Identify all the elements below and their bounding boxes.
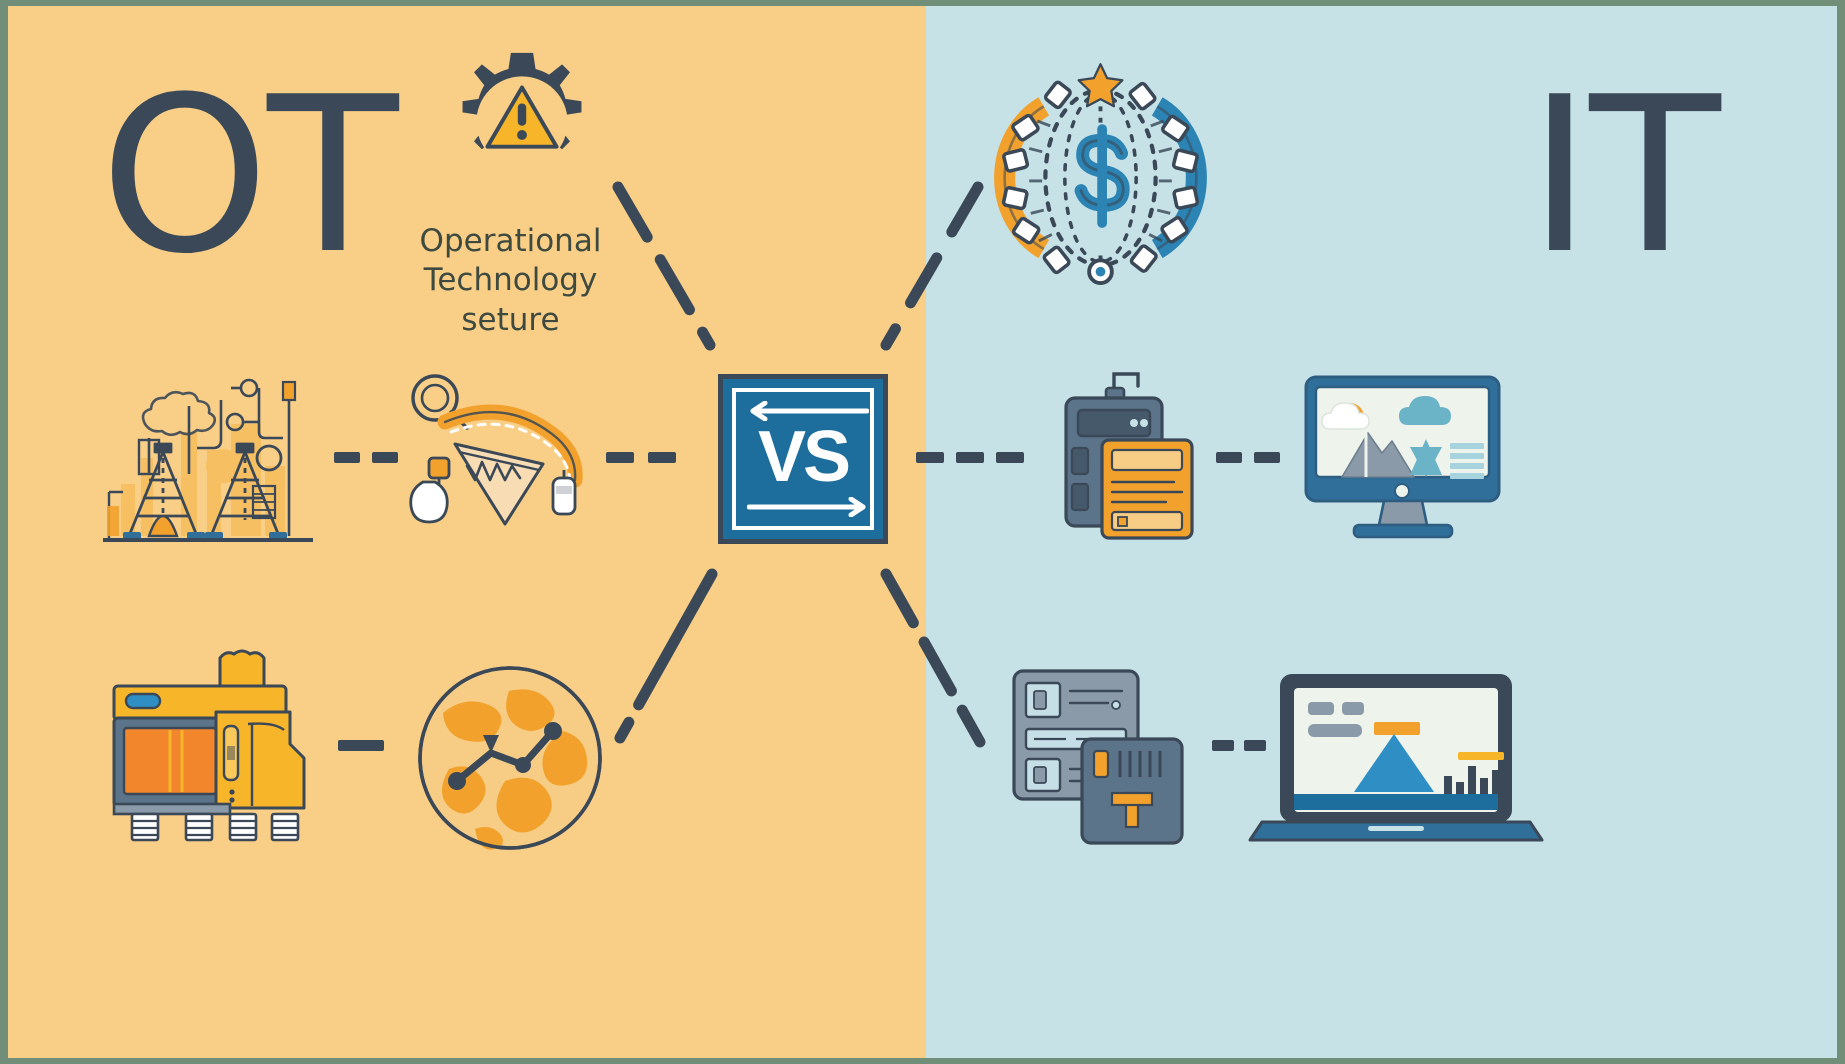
dashed-connector	[916, 452, 944, 463]
dashed-connector	[1212, 740, 1234, 751]
dashed-connector	[372, 452, 398, 463]
laptop-icon	[1248, 666, 1544, 856]
dashed-connector	[334, 452, 360, 463]
diagonal-connector	[608, 181, 728, 356]
dashed-connector	[648, 452, 676, 463]
diagonal-connector	[868, 181, 988, 356]
robotic-arm-icon	[393, 366, 598, 551]
caption-line-2: Technology	[423, 262, 598, 299]
diagonal-connector	[868, 566, 998, 751]
arrow-right-icon	[747, 497, 869, 517]
vs-label: VS	[757, 417, 851, 497]
dashed-connector	[956, 452, 984, 463]
dashed-connector	[1244, 740, 1266, 751]
page-title-it: IT	[1528, 50, 1721, 301]
dashed-connector	[1254, 452, 1280, 463]
diagonal-connector	[608, 566, 728, 746]
dashed-connector	[606, 452, 634, 463]
caption-line-3: seture	[461, 301, 560, 338]
vs-badge-inner-border	[732, 388, 874, 530]
page-title-ot: OT	[100, 50, 399, 301]
caption-operational-technology: Operational Technology seture	[408, 222, 613, 340]
dashed-connector	[996, 452, 1024, 463]
desktop-monitor-icon	[1300, 371, 1505, 546]
infographic-frame: OT IT Operational Technology seture	[8, 6, 1837, 1058]
globe-network-icon	[413, 661, 608, 856]
gear-warning-icon	[448, 48, 596, 196]
dashed-connector	[1216, 452, 1242, 463]
server-rack-icon	[1048, 364, 1208, 554]
vs-badge[interactable]: VS	[718, 374, 888, 544]
dollar-gauge-icon	[993, 61, 1208, 296]
oil-rig-factory-icon	[103, 366, 313, 551]
industrial-machine-icon	[108, 646, 318, 846]
caption-line-1: Operational	[419, 223, 602, 259]
arrow-left-icon	[747, 401, 869, 421]
dashed-connector	[338, 740, 384, 751]
server-stack-icon	[1008, 661, 1198, 851]
